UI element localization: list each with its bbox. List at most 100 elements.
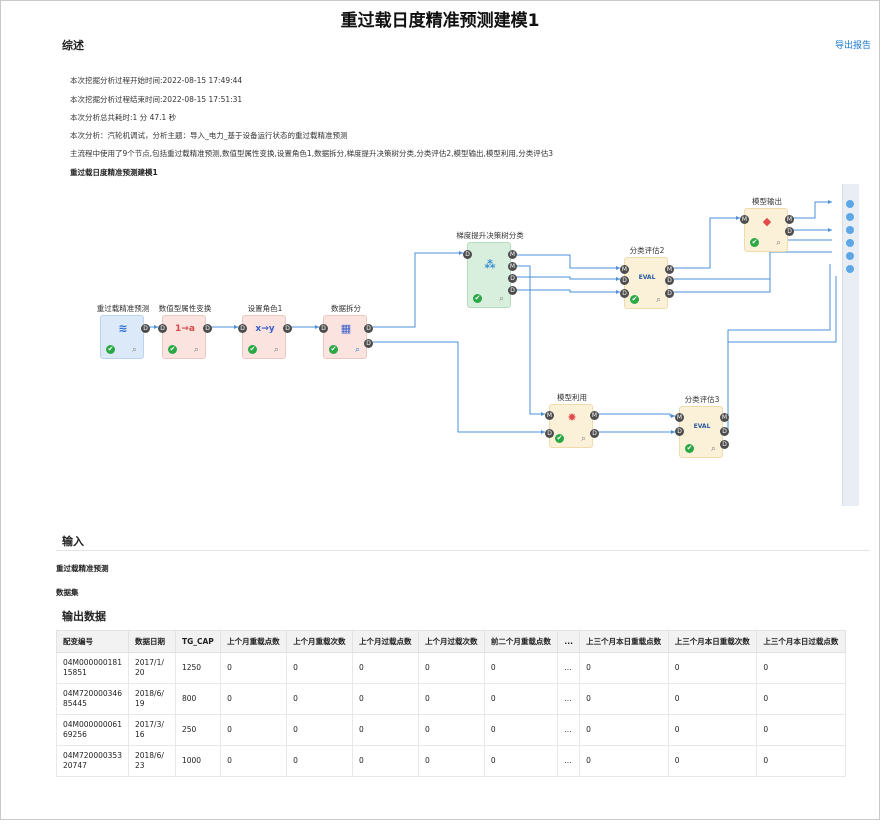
port-data-in[interactable]: D [463, 250, 472, 259]
magnifier-icon[interactable]: ⌕ [131, 345, 137, 355]
table-cell: 0 [352, 652, 419, 684]
output-port[interactable] [846, 200, 854, 208]
edge-n4-n5 [373, 252, 463, 328]
table-cell: 0 [579, 745, 669, 777]
summary-duration: 本次分析总共耗时:1 分 47.1 秒 [70, 113, 177, 122]
split-icon: ▦ [340, 322, 352, 335]
export-report-link[interactable]: 导出报告 [834, 41, 871, 51]
node-classification-eval-2[interactable]: 分类评估2 EVAL ✔ ⌕ M D D M D D [620, 246, 674, 309]
output-port[interactable] [846, 252, 854, 260]
node-heavy-load-prediction[interactable]: 重过载精准预测 ≋ ✔ ⌕ D [97, 304, 150, 359]
port-data-out[interactable]: D [720, 427, 729, 436]
column-header: 配变编号 [56, 630, 129, 653]
port-data-out[interactable]: D [590, 429, 599, 438]
port-data-out[interactable]: D [203, 324, 212, 333]
port-model-out[interactable]: M [508, 262, 517, 271]
output-port[interactable] [846, 265, 854, 273]
port-data-out[interactable]: D [364, 339, 373, 348]
node-model-use[interactable]: 模型利用 ✸ ✔ ⌕ M D M D [545, 393, 599, 448]
report-title: 重过载日度精准预测建模1 [340, 11, 540, 31]
port-model-in[interactable]: M [740, 215, 749, 224]
table-cell: 0 [483, 652, 559, 684]
check-icon: ✔ [630, 295, 639, 304]
port-model-out[interactable]: M [720, 413, 729, 422]
table-cell: 0 [756, 683, 846, 715]
edge-n8-n9-model [597, 413, 675, 417]
port-data-out[interactable]: D [665, 276, 674, 285]
node-label: 分类评估3 [684, 395, 720, 404]
port-data-in[interactable]: D [238, 324, 247, 333]
column-header: 上个月重载点数 [220, 630, 288, 653]
table-cell: ... [557, 714, 581, 746]
flow-edges [146, 200, 837, 434]
output-port[interactable] [846, 239, 854, 247]
port-data-in[interactable]: D [675, 427, 684, 436]
node-data-split[interactable]: 数据拆分 ▦ ✔ ⌕ D D D [319, 304, 373, 359]
output-port[interactable] [846, 226, 854, 234]
node-gbdt-classifier[interactable]: 梯度提升决策树分类 ⁂ ✔ ⌕ D M M D D [456, 231, 524, 308]
table-cell: 2017/3/ 16 [127, 714, 176, 746]
port-data-out[interactable]: D [141, 324, 150, 333]
table-cell: ... [557, 652, 581, 684]
check-icon: ✔ [685, 444, 694, 453]
node-numeric-transform[interactable]: 数值型属性变换 1→a ✔ ⌕ D D [158, 304, 212, 359]
port-data-out[interactable]: D [283, 324, 292, 333]
check-icon: ✔ [329, 345, 338, 354]
column-header: TG_CAP [174, 630, 222, 653]
table-row: 04M000000061 69256 2017/3/ 16 250 0 0 0 … [56, 714, 846, 746]
port-model-out[interactable]: M [785, 215, 794, 224]
port-data-out[interactable]: D [508, 274, 517, 283]
table-cell: 0 [352, 683, 419, 715]
table-cell: 0 [483, 745, 559, 777]
table-cell: 04M720000346 85445 [56, 683, 129, 715]
port-data-out[interactable]: D [508, 286, 517, 295]
port-model-in[interactable]: M [620, 265, 629, 274]
magnifier-icon[interactable]: ⌕ [193, 345, 199, 355]
edge-n9-out2 [727, 276, 837, 430]
magnifier-icon[interactable]: ⌕ [775, 238, 781, 248]
table-cell: 0 [220, 683, 288, 715]
node-model-output[interactable]: 模型输出 ◆ ✔ ⌕ M M D [740, 197, 794, 252]
magnifier-icon[interactable]: ⌕ [655, 295, 661, 305]
port-data-out[interactable]: D [364, 324, 373, 333]
eval-icon: EVAL [693, 423, 711, 430]
port-data-out[interactable]: D [785, 227, 794, 236]
table-cell: 2018/6/ 19 [127, 683, 176, 715]
node-classification-eval-3[interactable]: 分类评估3 EVAL ✔ ⌕ M D M D D [675, 395, 729, 458]
node-set-role[interactable]: 设置角色1 x→y ✔ ⌕ D D [238, 304, 292, 359]
magnifier-icon[interactable]: ⌕ [580, 434, 586, 444]
magnifier-icon[interactable]: ⌕ [354, 345, 360, 355]
port-model-in[interactable]: M [675, 413, 684, 422]
magnifier-icon[interactable]: ⌕ [498, 294, 504, 304]
port-data-in[interactable]: D [319, 324, 328, 333]
port-data-out[interactable]: D [665, 289, 674, 298]
column-header: 上三个月本日重载次数 [667, 630, 758, 653]
port-data-in[interactable]: D [158, 324, 167, 333]
node-label: 重过载精准预测 [96, 304, 150, 313]
table-cell: 0 [579, 714, 669, 746]
node-label: 数值型属性变换 [158, 304, 212, 313]
port-model-out[interactable]: M [665, 265, 674, 274]
table-cell: 800 [174, 683, 222, 715]
check-icon: ✔ [106, 345, 115, 354]
model-use-icon: ✸ [567, 411, 577, 424]
port-model-out[interactable]: M [508, 250, 517, 259]
port-model-in[interactable]: M [545, 411, 554, 420]
input-source-name: 重过载精准预测 [56, 564, 109, 573]
node-label: 梯度提升决策树分类 [456, 231, 524, 240]
port-data-in[interactable]: D [545, 429, 554, 438]
port-data-out[interactable]: D [720, 440, 729, 449]
check-icon: ✔ [473, 294, 482, 303]
table-cell: 0 [220, 745, 288, 777]
output-port[interactable] [846, 213, 854, 221]
table-cell: 04M000000061 69256 [56, 714, 129, 746]
port-model-out[interactable]: M [590, 411, 599, 420]
input-section-label: 输入 [62, 535, 84, 548]
port-data-in[interactable]: D [620, 276, 629, 285]
magnifier-icon[interactable]: ⌕ [710, 444, 716, 454]
magnifier-icon[interactable]: ⌕ [273, 345, 279, 355]
table-cell: 0 [286, 714, 354, 746]
table-cell: 2017/1/ 20 [127, 652, 176, 684]
port-data-in[interactable]: D [620, 289, 629, 298]
